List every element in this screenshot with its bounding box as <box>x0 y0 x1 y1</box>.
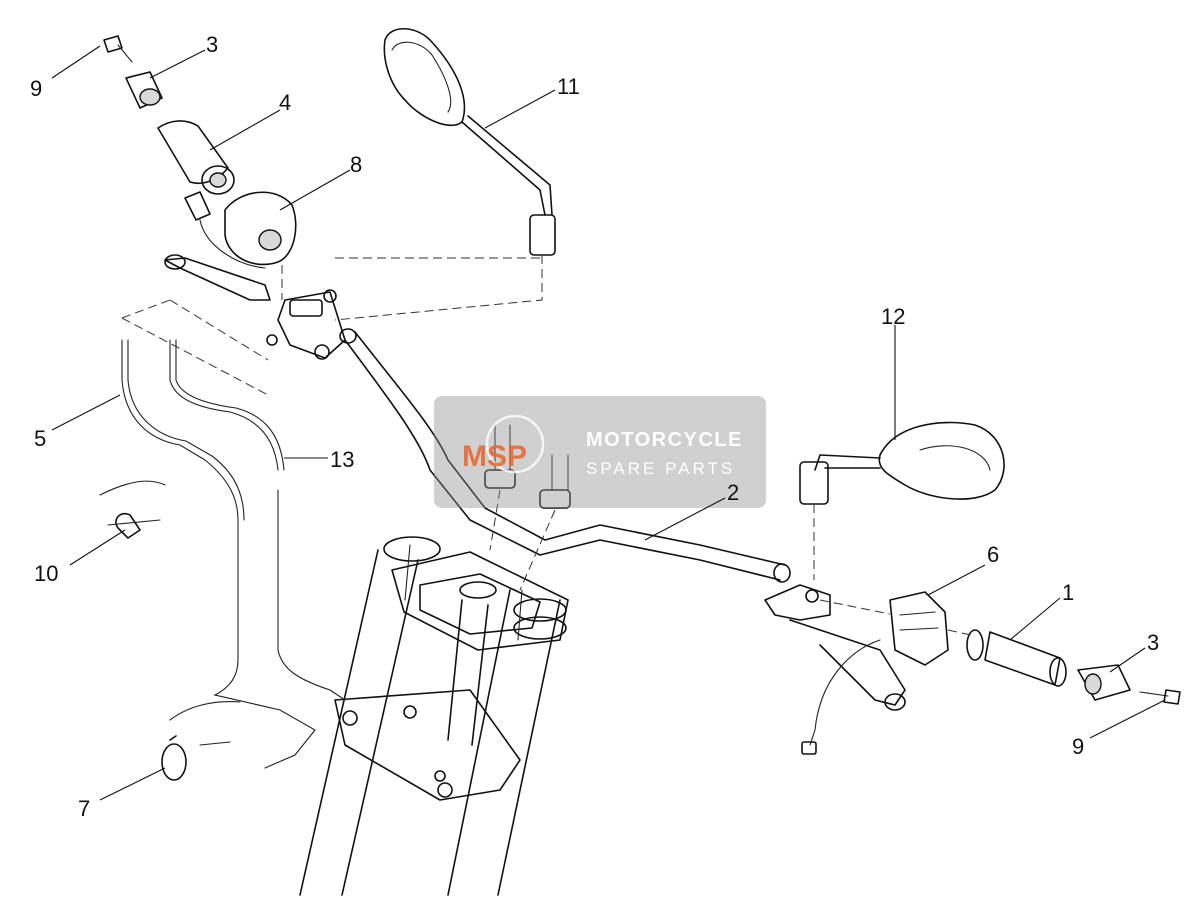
callout-9-right: 9 <box>1072 734 1084 759</box>
watermark: MSP MOTORCYCLE SPARE PARTS <box>434 396 766 508</box>
callout-5: 5 <box>34 426 46 451</box>
callout-6: 6 <box>987 542 999 567</box>
cables <box>99 299 346 781</box>
left-controls <box>103 35 346 360</box>
watermark-line-1: MOTORCYCLE <box>586 429 743 451</box>
right-controls <box>764 584 1181 755</box>
callout-9-top: 9 <box>30 76 42 101</box>
callout-8: 8 <box>350 152 362 177</box>
callout-3-top: 3 <box>206 32 218 57</box>
handlebar <box>339 328 791 591</box>
watermark-logo: MSP <box>462 440 527 473</box>
callout-12: 12 <box>881 304 905 329</box>
callout-2: 2 <box>727 480 739 505</box>
callout-11: 11 <box>557 74 580 99</box>
callout-1: 1 <box>1062 580 1074 605</box>
callout-10: 10 <box>34 561 58 586</box>
leader-lines <box>51 45 1166 801</box>
callout-13: 13 <box>330 447 354 472</box>
front-fork-assembly <box>299 536 569 896</box>
watermark-line-2: SPARE PARTS <box>586 459 735 478</box>
mirror-left <box>334 27 556 321</box>
callout-3-right: 3 <box>1147 630 1159 655</box>
callout-labels: 9 3 4 8 11 12 5 13 2 6 1 3 10 9 7 <box>30 32 1159 821</box>
callout-7: 7 <box>78 796 90 821</box>
mirror-right <box>799 421 1005 580</box>
callout-4: 4 <box>279 90 291 115</box>
